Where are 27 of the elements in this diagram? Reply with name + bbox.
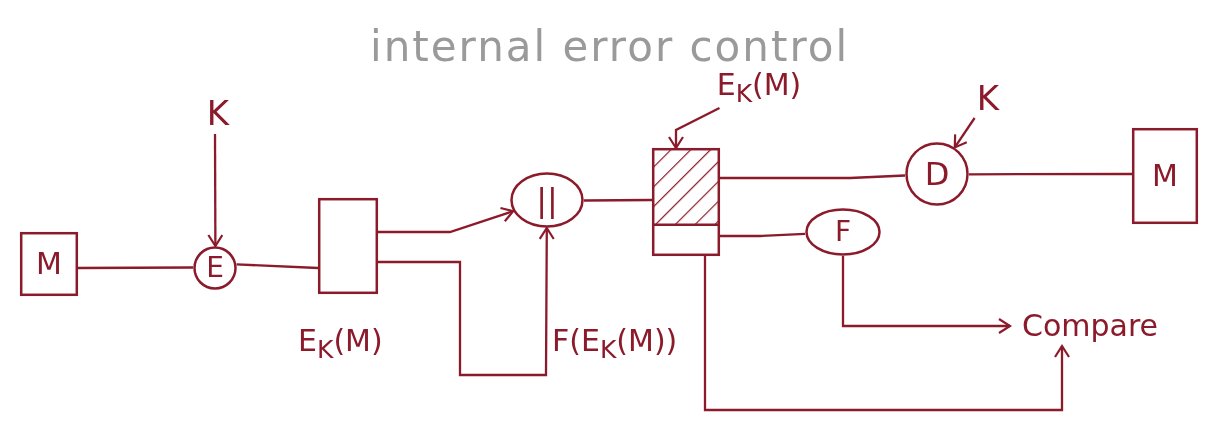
node-label: D xyxy=(924,158,950,190)
node-label: E xyxy=(206,254,224,282)
decrypt-circle xyxy=(905,142,969,206)
connector-arrow xyxy=(667,106,720,150)
connector-arrow xyxy=(953,117,976,149)
key-label: K xyxy=(976,81,1000,115)
expression-label: E$_{K}$(M) xyxy=(298,326,383,362)
function-circle xyxy=(805,208,881,256)
compare-label: Compare xyxy=(1021,311,1159,341)
message-box xyxy=(19,231,79,297)
encrypt-circle xyxy=(193,246,237,290)
expression-label: F(E$_{K}$(M)) xyxy=(552,326,678,362)
concatenate-circle xyxy=(510,172,584,228)
node-label: M xyxy=(36,249,62,279)
connector-arrow xyxy=(378,226,555,377)
connector-arrow xyxy=(703,256,1071,412)
connector-arrow xyxy=(841,256,1012,335)
key-label: K xyxy=(206,96,230,130)
node-label: M xyxy=(1152,161,1178,191)
ciphertext-box xyxy=(317,197,379,295)
connector-arrow xyxy=(207,134,224,248)
node-label: F xyxy=(834,218,852,246)
connector-arrow xyxy=(378,206,515,234)
diagram-title: internal error control xyxy=(370,22,850,71)
ciphertext-label: E$_{K}$(M) xyxy=(716,70,802,106)
message-box xyxy=(1131,127,1199,225)
hatched-box xyxy=(651,147,721,257)
